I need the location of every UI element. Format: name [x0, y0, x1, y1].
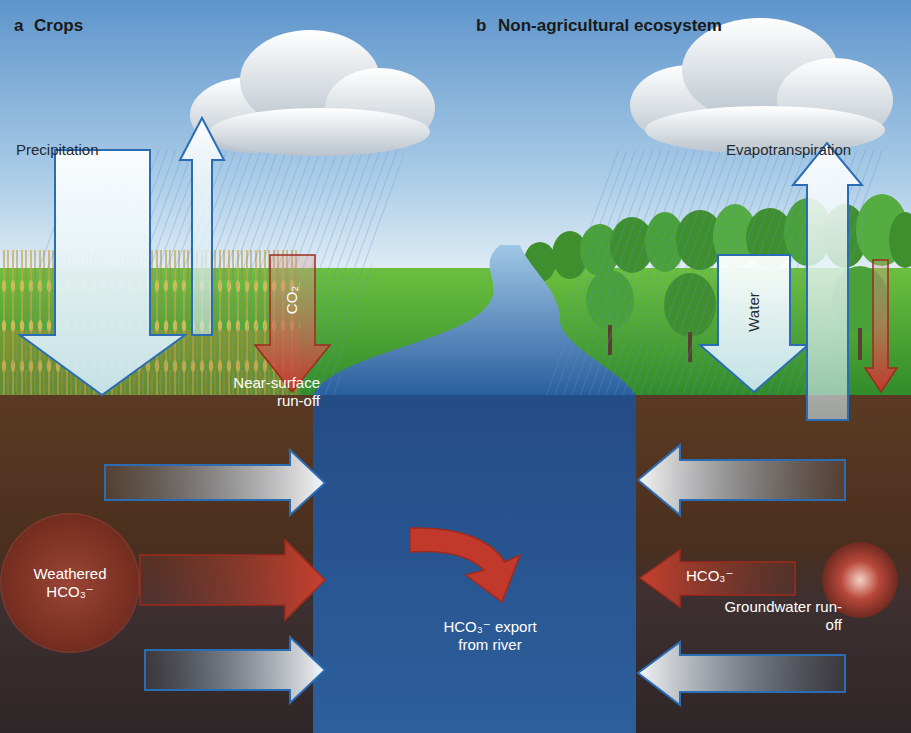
flux-label: HCO₃⁻: [686, 567, 756, 585]
flux-label: Groundwater run-off: [720, 598, 842, 634]
node-label: Weathered HCO₃⁻: [16, 565, 124, 601]
panel-title: Non-agricultural ecosystem: [498, 16, 798, 36]
flux-label: CO₂: [283, 265, 301, 335]
bicarbonate-arrows: [140, 528, 795, 620]
clouds: [190, 18, 893, 156]
panel-letter: a: [14, 16, 34, 36]
flux-label: Water: [745, 272, 763, 352]
co2-arrows: [255, 255, 897, 392]
panel-letter: b: [476, 16, 496, 36]
flux-label: Near-surface run-off: [205, 374, 320, 410]
flux-label: HCO₃⁻ export from river: [430, 618, 550, 654]
runoff-arrows: [105, 445, 845, 705]
flux-label: Evapotranspiration: [726, 141, 896, 159]
weathering-circle: Weathered HCO₃⁻: [2, 515, 138, 651]
water-arrows: [20, 118, 862, 420]
rain: [0, 150, 885, 395]
panel-title: Crops: [34, 16, 154, 36]
flux-label: Precipitation: [16, 141, 156, 159]
